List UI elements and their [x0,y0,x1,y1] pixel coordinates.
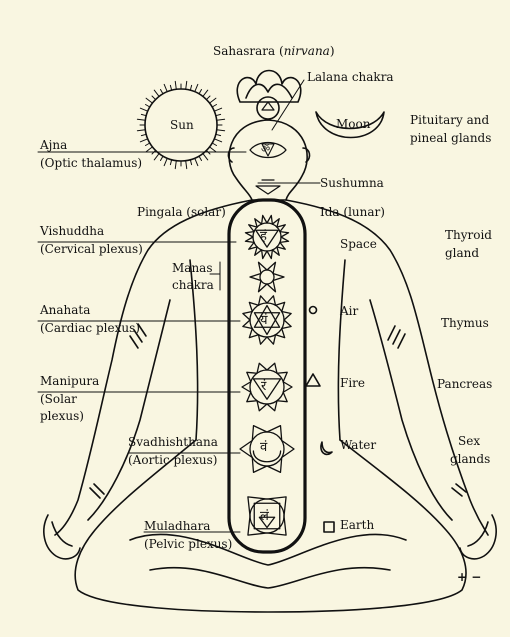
right-arm-outline [285,199,489,536]
legs-outline [74,439,467,613]
pancreas-label: Pancreas [437,377,493,391]
anahata-lotus-icon [242,295,292,345]
muladhara-sublabel: (Pelvic plexus) [144,537,233,551]
muladhara-seed-syllable: लं [260,509,269,524]
air-label: Air [340,304,359,318]
manas-label-line2: chakra [172,278,214,292]
vishuddha-sublabel: (Cervical plexus) [40,242,143,256]
sahasrara-state: nirvana [283,44,330,58]
muladhara-label: Muladhara [144,519,211,533]
polarity-label: + − [457,570,482,584]
svadhishthana-sublabel: (Aortic plexus) [128,453,218,467]
fire-label: Fire [340,376,366,390]
svadhishthana-lotus-icon [239,424,295,474]
vishuddha-label: Vishuddha [40,224,105,238]
space-label: Space [340,237,377,251]
muladhara-lotus-icon [247,496,287,536]
ajna-sublabel: (Optic thalamus) [40,156,143,170]
thymus-label: Thymus [441,316,489,330]
vishuddha-seed-syllable: हं [260,229,267,244]
sahasrara-name: Sahasrara ( [213,44,284,58]
anahata-label: Anahata [40,303,91,317]
manipura-sublabel-line1: (Solar [40,392,77,406]
anahata-seed-syllable: यं [260,313,268,328]
air-symbol-icon [308,305,318,315]
pituitary-label-line2: pineal glands [410,131,492,145]
thyroid-label-line1: Thyroid [445,228,492,242]
manipura-lotus-icon [241,362,293,412]
manipura-seed-syllable: रं [261,379,267,394]
crown-lotus-icon [236,69,302,120]
sex-glands-label-line2: glands [450,452,491,466]
left-arm-outline [54,199,253,536]
moon-icon [315,111,385,139]
manipura-label: Manipura [40,374,100,388]
manipura-sublabel-line2: plexus) [40,409,84,423]
thyroid-label-line2: gland [445,246,480,260]
manas-label-line1: Manas [172,261,213,275]
moon-label: Moon [336,117,371,131]
ajna-seed-syllable: ॐ [261,144,271,155]
svadhishthana-seed-syllable: वं [260,440,268,455]
fire-triangle-icon [305,373,321,387]
lalana-label: Lalana chakra [307,70,394,84]
earth-label: Earth [340,518,375,532]
sahasrara-close: ) [329,44,335,58]
sun-label: Sun [170,118,194,132]
ajna-label: Ajna [40,138,68,152]
pingala-label: Pingala (solar) [137,205,226,219]
sex-glands-label-line1: Sex [458,434,481,448]
water-label: Water [340,438,377,452]
head-outline [228,119,308,201]
sun-icon [136,80,226,170]
manas-lotus-icon [249,261,285,293]
svadhishthana-label: Svadhishthana [128,435,218,449]
ida-label: Ida (lunar) [320,205,385,219]
sushumna-channel [227,198,307,554]
anahata-sublabel: (Cardiac plexus) [40,321,140,335]
sushumna-label: Sushumna [320,176,384,190]
vishuddha-lotus-icon [244,214,290,260]
water-crescent-icon [320,441,333,456]
earth-square-icon [323,521,335,533]
sahasrara-label: Sahasrara (nirvana) [213,44,335,59]
pituitary-label-line1: Pituitary and [410,113,490,127]
